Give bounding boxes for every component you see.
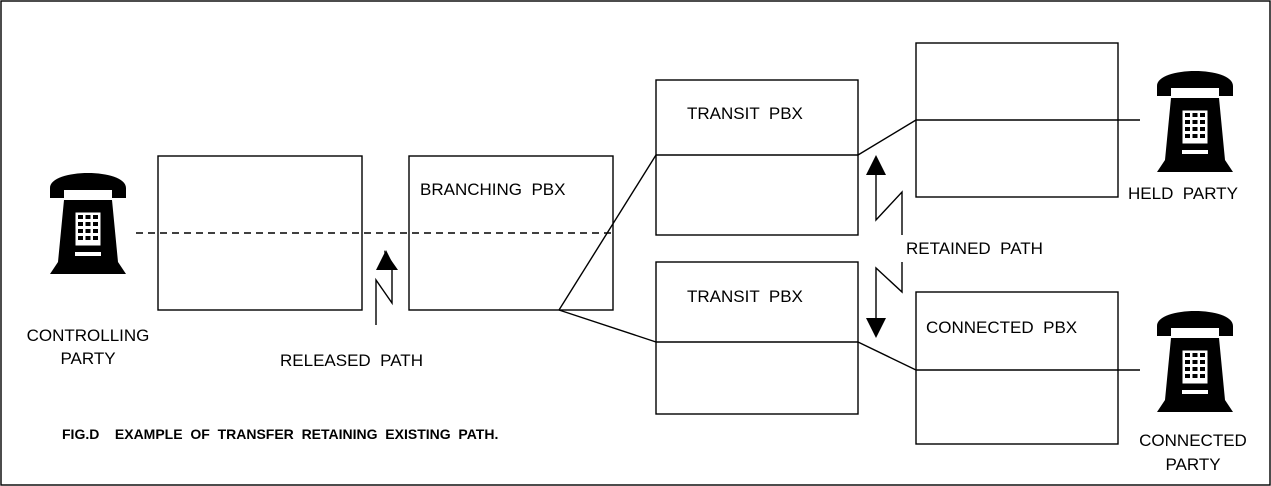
retained-path-marker-bottom [866, 262, 903, 338]
controlling-party-label-line1: CONTROLLING [27, 326, 150, 345]
branching-pbx-label: BRANCHING PBX [420, 180, 565, 199]
link-transit-bottom-to-connected-pbx [857, 341, 917, 371]
link-branching-to-transit-bottom [558, 309, 657, 343]
retained-path-marker-top [866, 155, 903, 235]
transit-pbx-bottom-label: TRANSIT PBX [687, 287, 803, 306]
released-path-marker [375, 250, 398, 325]
telephone-icon [1156, 310, 1234, 413]
origin-pbx-box [157, 155, 363, 311]
controlling-party-label-line2: PARTY [60, 349, 115, 368]
transit-pbx-top-box [655, 79, 859, 236]
connected-pbx-label: CONNECTED PBX [926, 318, 1077, 337]
connected-party-label-line1: CONNECTED [1139, 431, 1247, 450]
link-transit-top-to-held-pbx [857, 119, 917, 156]
link-branching-to-transit-top [558, 154, 657, 311]
transit-pbx-top-label: TRANSIT PBX [687, 104, 803, 123]
connected-pbx-box [915, 291, 1119, 445]
figure-caption: FIG.D EXAMPLE OF TRANSFER RETAINING EXIS… [62, 426, 498, 442]
telephone-icon [49, 172, 127, 275]
branching-pbx-box [408, 155, 614, 311]
retained-path-label: RETAINED PATH [906, 239, 1043, 258]
transit-pbx-bottom-box [655, 261, 859, 415]
released-path-label: RELEASED PATH [280, 351, 423, 370]
telephone-icon [1156, 70, 1234, 173]
held-party-label: HELD PARTY [1128, 184, 1238, 203]
connected-party-label-line2: PARTY [1165, 455, 1220, 474]
